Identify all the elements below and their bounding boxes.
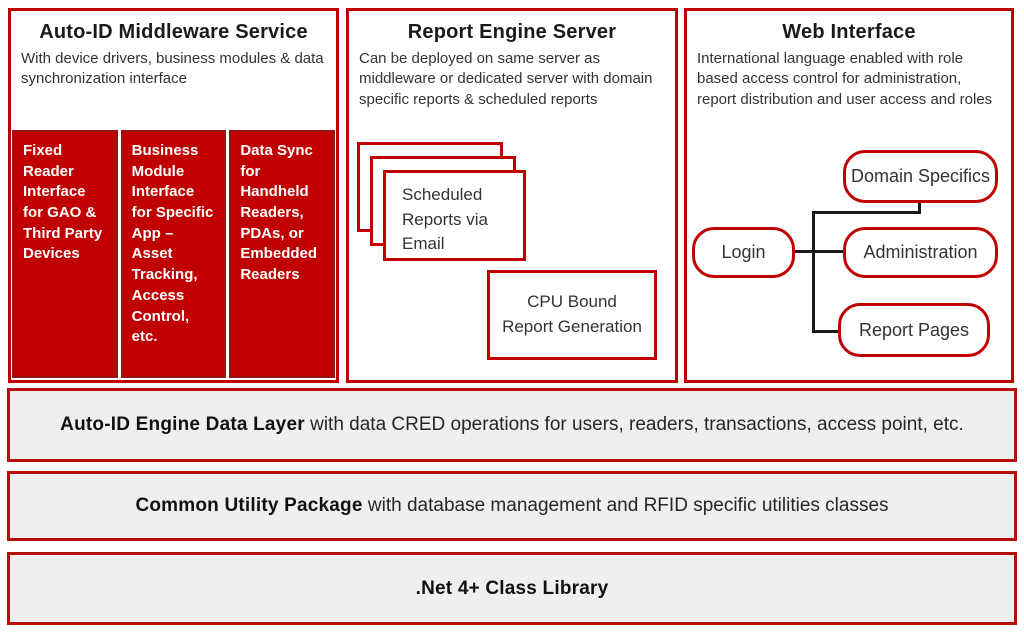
module-label: Data Sync for Handheld Readers, PDAs, or…: [240, 142, 318, 284]
node-administration-label: Administration: [863, 242, 978, 262]
middleware-subtitle: With device drivers, business modules & …: [21, 50, 324, 88]
layer-bar-rest-text: with data CRED operations for users, rea…: [304, 414, 964, 435]
module-label: Business Module Interface for Specific A…: [131, 142, 214, 346]
layer-bar-net-class-library: .Net 4+ Class Library: [7, 552, 1017, 625]
module-business-module-interface: Business Module Interface for Specific A…: [120, 130, 227, 378]
cpu-bound-report-card: CPU Bound Report Generation: [487, 270, 657, 360]
layer-bar-bold-text: Auto-ID Engine Data Layer: [60, 414, 305, 435]
middleware-module-row: Fixed Reader Interface for GAO & Third P…: [12, 130, 336, 378]
panel-web-interface: Web Interface International language ena…: [684, 8, 1014, 383]
node-login: Login: [692, 227, 795, 278]
layer-bar-text: Auto-ID Engine Data Layer with data CRED…: [60, 414, 964, 436]
module-data-sync: Data Sync for Handheld Readers, PDAs, or…: [229, 130, 336, 378]
layer-bar-rest-text: with database management and RFID specif…: [362, 495, 889, 516]
layer-bar-bold-text: Common Utility Package: [135, 495, 363, 516]
scheduled-reports-label: Scheduled Reports via Email: [402, 185, 488, 254]
node-administration: Administration: [843, 227, 998, 278]
panel-report-engine-server: Report Engine Server Can be deployed on …: [346, 8, 678, 383]
middleware-title: Auto-ID Middleware Service: [39, 21, 308, 43]
node-login-label: Login: [721, 242, 766, 262]
web-interface-subtitle: International language enabled with role…: [697, 50, 993, 108]
connector-trunk-vertical: [812, 211, 815, 333]
layer-bar-bold-text: .Net 4+ Class Library: [415, 577, 609, 599]
layer-bar-text: .Net 4+ Class Library: [416, 578, 609, 600]
web-interface-title: Web Interface: [782, 21, 916, 43]
connector-domain-horizontal: [812, 211, 921, 214]
module-fixed-reader-interface: Fixed Reader Interface for GAO & Third P…: [12, 130, 118, 378]
connector-reports-horizontal: [812, 330, 840, 333]
node-report-pages-label: Report Pages: [858, 319, 970, 340]
cpu-bound-label: CPU Bound Report Generation: [502, 292, 642, 336]
node-domain-specifics-label: Domain Specifics: [850, 166, 991, 186]
module-label: Fixed Reader Interface for GAO & Third P…: [23, 142, 103, 263]
layer-bar-common-utility: Common Utility Package with database man…: [7, 471, 1017, 541]
report-engine-title: Report Engine Server: [407, 21, 617, 43]
connector-domain-stub: [918, 201, 921, 213]
report-engine-subtitle: Can be deployed on same server as middle…: [359, 50, 653, 108]
panel-middleware-service: Auto-ID Middleware Service With device d…: [8, 8, 339, 383]
scheduled-reports-card: Scheduled Reports via Email: [383, 170, 526, 261]
node-report-pages: Report Pages: [838, 303, 990, 357]
node-domain-specifics: Domain Specifics: [843, 150, 998, 203]
layer-bar-text: Common Utility Package with database man…: [135, 495, 888, 517]
connector-login-horizontal: [795, 250, 845, 253]
layer-bar-engine-data: Auto-ID Engine Data Layer with data CRED…: [7, 388, 1017, 462]
